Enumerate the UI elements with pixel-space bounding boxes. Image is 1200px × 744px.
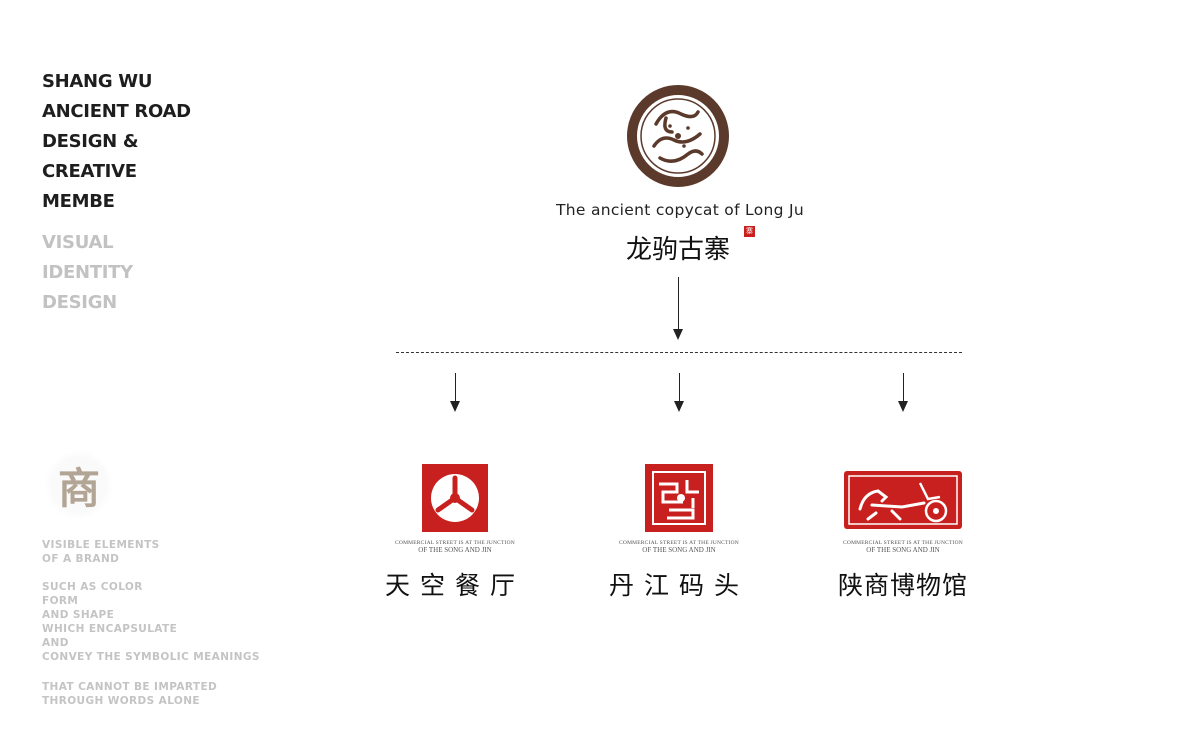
seal-caption: COMMERCIAL STREET IS AT THE JUNCTION OF … bbox=[599, 540, 759, 554]
brand-name-sky-restaurant: 天空餐厅 bbox=[384, 571, 525, 600]
description-line: CONVEY THE SYMBOLIC MEANINGS bbox=[42, 651, 260, 663]
caption-line: COMMERCIAL STREET IS AT THE JUNCTION bbox=[619, 540, 739, 546]
description-block: VISIBLE ELEMENTS OF A BRAND bbox=[42, 538, 160, 566]
subtitle-line: IDENTITY bbox=[42, 262, 133, 283]
description-line: SUCH AS COLOR bbox=[42, 581, 143, 593]
description-line: THROUGH WORDS ALONE bbox=[42, 695, 201, 707]
brand-name-merchant-museum: 陕商博物馆 bbox=[837, 571, 968, 600]
description-line: OF A BRAND bbox=[42, 553, 120, 565]
arrow-down-icon bbox=[674, 401, 684, 412]
arrow-down-icon bbox=[673, 329, 683, 340]
brand-name-danjiang-wharf: 丹江码头 bbox=[608, 571, 749, 600]
sky-restaurant-seal-icon bbox=[422, 464, 488, 532]
description-line: VISIBLE ELEMENTS bbox=[42, 539, 160, 551]
description-line: FORM bbox=[42, 595, 79, 607]
caption-line: OF THE SONG AND JIN bbox=[642, 546, 716, 554]
title-line: MEMBE bbox=[42, 191, 115, 212]
seal-caption: COMMERCIAL STREET IS AT THE JUNCTION OF … bbox=[823, 540, 983, 554]
description-line: AND SHAPE bbox=[42, 609, 115, 621]
logo-english-name: The ancient copycat of Long Ju bbox=[555, 201, 804, 219]
description-line: WHICH ENCAPSULATE bbox=[42, 623, 178, 635]
arrow-down-icon bbox=[450, 401, 460, 412]
title-line: ANCIENT ROAD bbox=[42, 101, 191, 122]
caption-line: COMMERCIAL STREET IS AT THE JUNCTION bbox=[843, 540, 963, 546]
description-block: THAT CANNOT BE IMPARTED THROUGH WORDS AL… bbox=[42, 680, 217, 708]
shang-emblem-icon: 商 bbox=[44, 450, 114, 520]
subtitle-line: VISUAL bbox=[42, 232, 114, 253]
logo-chinese-name: 龙驹古寨 bbox=[625, 235, 730, 265]
dashed-divider bbox=[396, 352, 962, 353]
arrow-line bbox=[678, 277, 679, 329]
arrow-line bbox=[679, 373, 680, 402]
description-line: AND bbox=[42, 637, 69, 649]
description-line: THAT CANNOT BE IMPARTED bbox=[42, 681, 218, 693]
emblem-char: 商 bbox=[57, 463, 100, 513]
arrow-line bbox=[903, 373, 904, 402]
title-line: DESIGN & bbox=[42, 131, 139, 152]
description-block: SUCH AS COLOR FORM AND SHAPE WHICH ENCAP… bbox=[42, 580, 260, 664]
caption-line: OF THE SONG AND JIN bbox=[866, 546, 940, 554]
danjiang-wharf-seal-icon bbox=[645, 464, 713, 532]
caption-line: COMMERCIAL STREET IS AT THE JUNCTION bbox=[395, 540, 515, 546]
red-stamp-icon: 寨 bbox=[744, 226, 755, 237]
dragon-medallion-logo-icon bbox=[627, 85, 729, 187]
arrow-down-icon bbox=[898, 401, 908, 412]
arrow-line bbox=[455, 373, 456, 402]
title-line: SHANG WU bbox=[42, 71, 153, 92]
merchant-museum-seal-icon bbox=[844, 471, 962, 529]
caption-line: OF THE SONG AND JIN bbox=[418, 546, 492, 554]
title-line: CREATIVE bbox=[42, 161, 137, 182]
subtitle-line: DESIGN bbox=[42, 292, 117, 313]
seal-caption: COMMERCIAL STREET IS AT THE JUNCTION OF … bbox=[375, 540, 535, 554]
